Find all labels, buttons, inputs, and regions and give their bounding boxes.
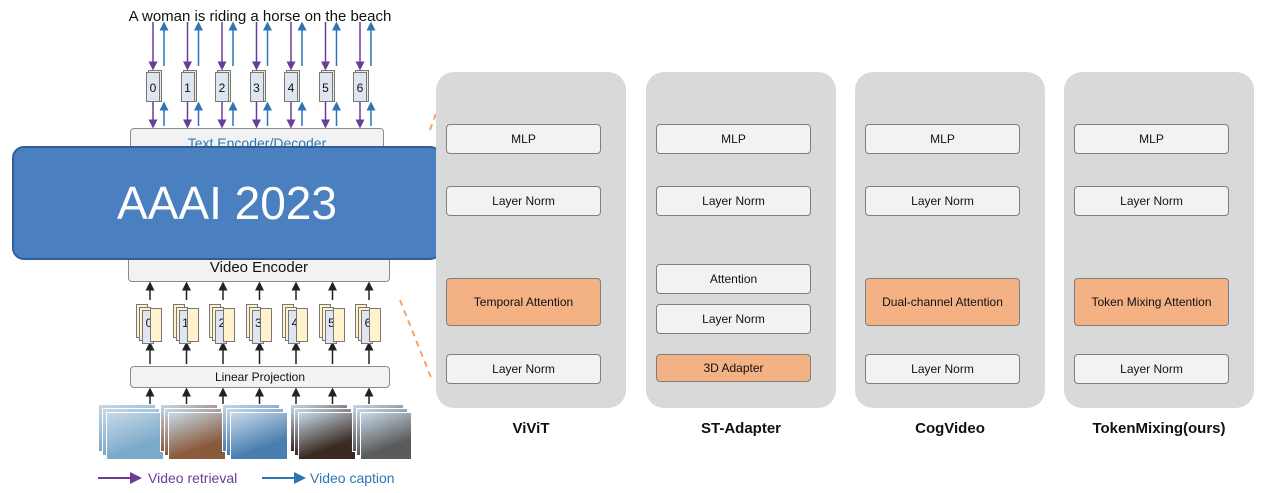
frame-token-front [332, 308, 345, 342]
frame-token-label: 6 [364, 316, 372, 330]
text-token-label: 3 [249, 72, 264, 102]
layer-norm-box: Layer Norm [656, 186, 811, 216]
text-token-label: 6 [353, 72, 367, 102]
panel-title-st-adapter: ST-Adapter [700, 420, 781, 437]
video-frame [106, 412, 164, 460]
frame-token-label: 5 [328, 316, 335, 330]
video-frame [360, 412, 412, 460]
video-frame [230, 412, 288, 460]
linear-projection-box: Linear Projection [130, 366, 390, 388]
panel-cogvideo: MLP Layer Norm Dual-channel Attention La… [855, 72, 1045, 408]
text-token-label: 4 [284, 72, 298, 102]
mlp-box: MLP [656, 124, 811, 154]
layer-norm-box: Layer Norm [1074, 354, 1229, 384]
panel-st-adapter: MLP Layer Norm Attention Layer Norm 3D A… [646, 72, 836, 408]
frame-token-front [223, 308, 235, 342]
frame-token-front [369, 308, 381, 342]
frame-token-label: 3 [255, 316, 262, 330]
video-frame [298, 412, 356, 460]
layer-norm-box: Layer Norm [1074, 186, 1229, 216]
caption-text: A woman is riding a horse on the beach [128, 8, 392, 25]
layer-norm-box: Layer Norm [865, 354, 1020, 384]
text-token-label: 5 [318, 72, 333, 102]
frame-token-front [259, 308, 272, 342]
frame-token-front [296, 308, 308, 342]
layer-norm-box: Layer Norm [656, 304, 811, 334]
panel-vivit: MLP Layer Norm Temporal Attention Layer … [436, 72, 626, 408]
mlp-box: MLP [865, 124, 1020, 154]
frame-token-label: 1 [182, 316, 189, 330]
video-frame [168, 412, 226, 460]
text-token-label: 0 [146, 72, 160, 102]
panel-tokenmixing: MLP Layer Norm Token Mixing Attention La… [1064, 72, 1254, 408]
panel-title-cogvideo: CogVideo [915, 420, 985, 437]
layer-norm-box: Layer Norm [446, 186, 601, 216]
text-token-label: 2 [215, 72, 229, 102]
conference-banner: AAAI 2023 [12, 146, 442, 260]
text-token-label: 1 [180, 72, 195, 102]
legend-caption: Video caption [310, 470, 395, 486]
panel-title-vivit: ViViT [512, 420, 550, 437]
layer-norm-box: Layer Norm [446, 354, 601, 384]
frame-token-front [150, 308, 162, 342]
legend-retrieval: Video retrieval [148, 470, 238, 486]
frame-token-label: 4 [291, 316, 299, 330]
frame-token-front [186, 308, 199, 342]
dual-channel-attention-box: Dual-channel Attention [865, 278, 1020, 326]
mlp-box: MLP [1074, 124, 1229, 154]
attention-box: Attention [656, 264, 811, 294]
panel-title-tokenmixing: TokenMixing(ours) [1092, 420, 1226, 437]
temporal-attention-box: Temporal Attention [446, 278, 601, 326]
token-mixing-attention-box: Token Mixing Attention [1074, 278, 1229, 326]
frame-token-label: 0 [145, 316, 153, 330]
frame-token-label: 2 [218, 316, 226, 330]
layer-norm-box: Layer Norm [865, 186, 1020, 216]
mlp-box: MLP [446, 124, 601, 154]
adapter-box: 3D Adapter [656, 354, 811, 382]
